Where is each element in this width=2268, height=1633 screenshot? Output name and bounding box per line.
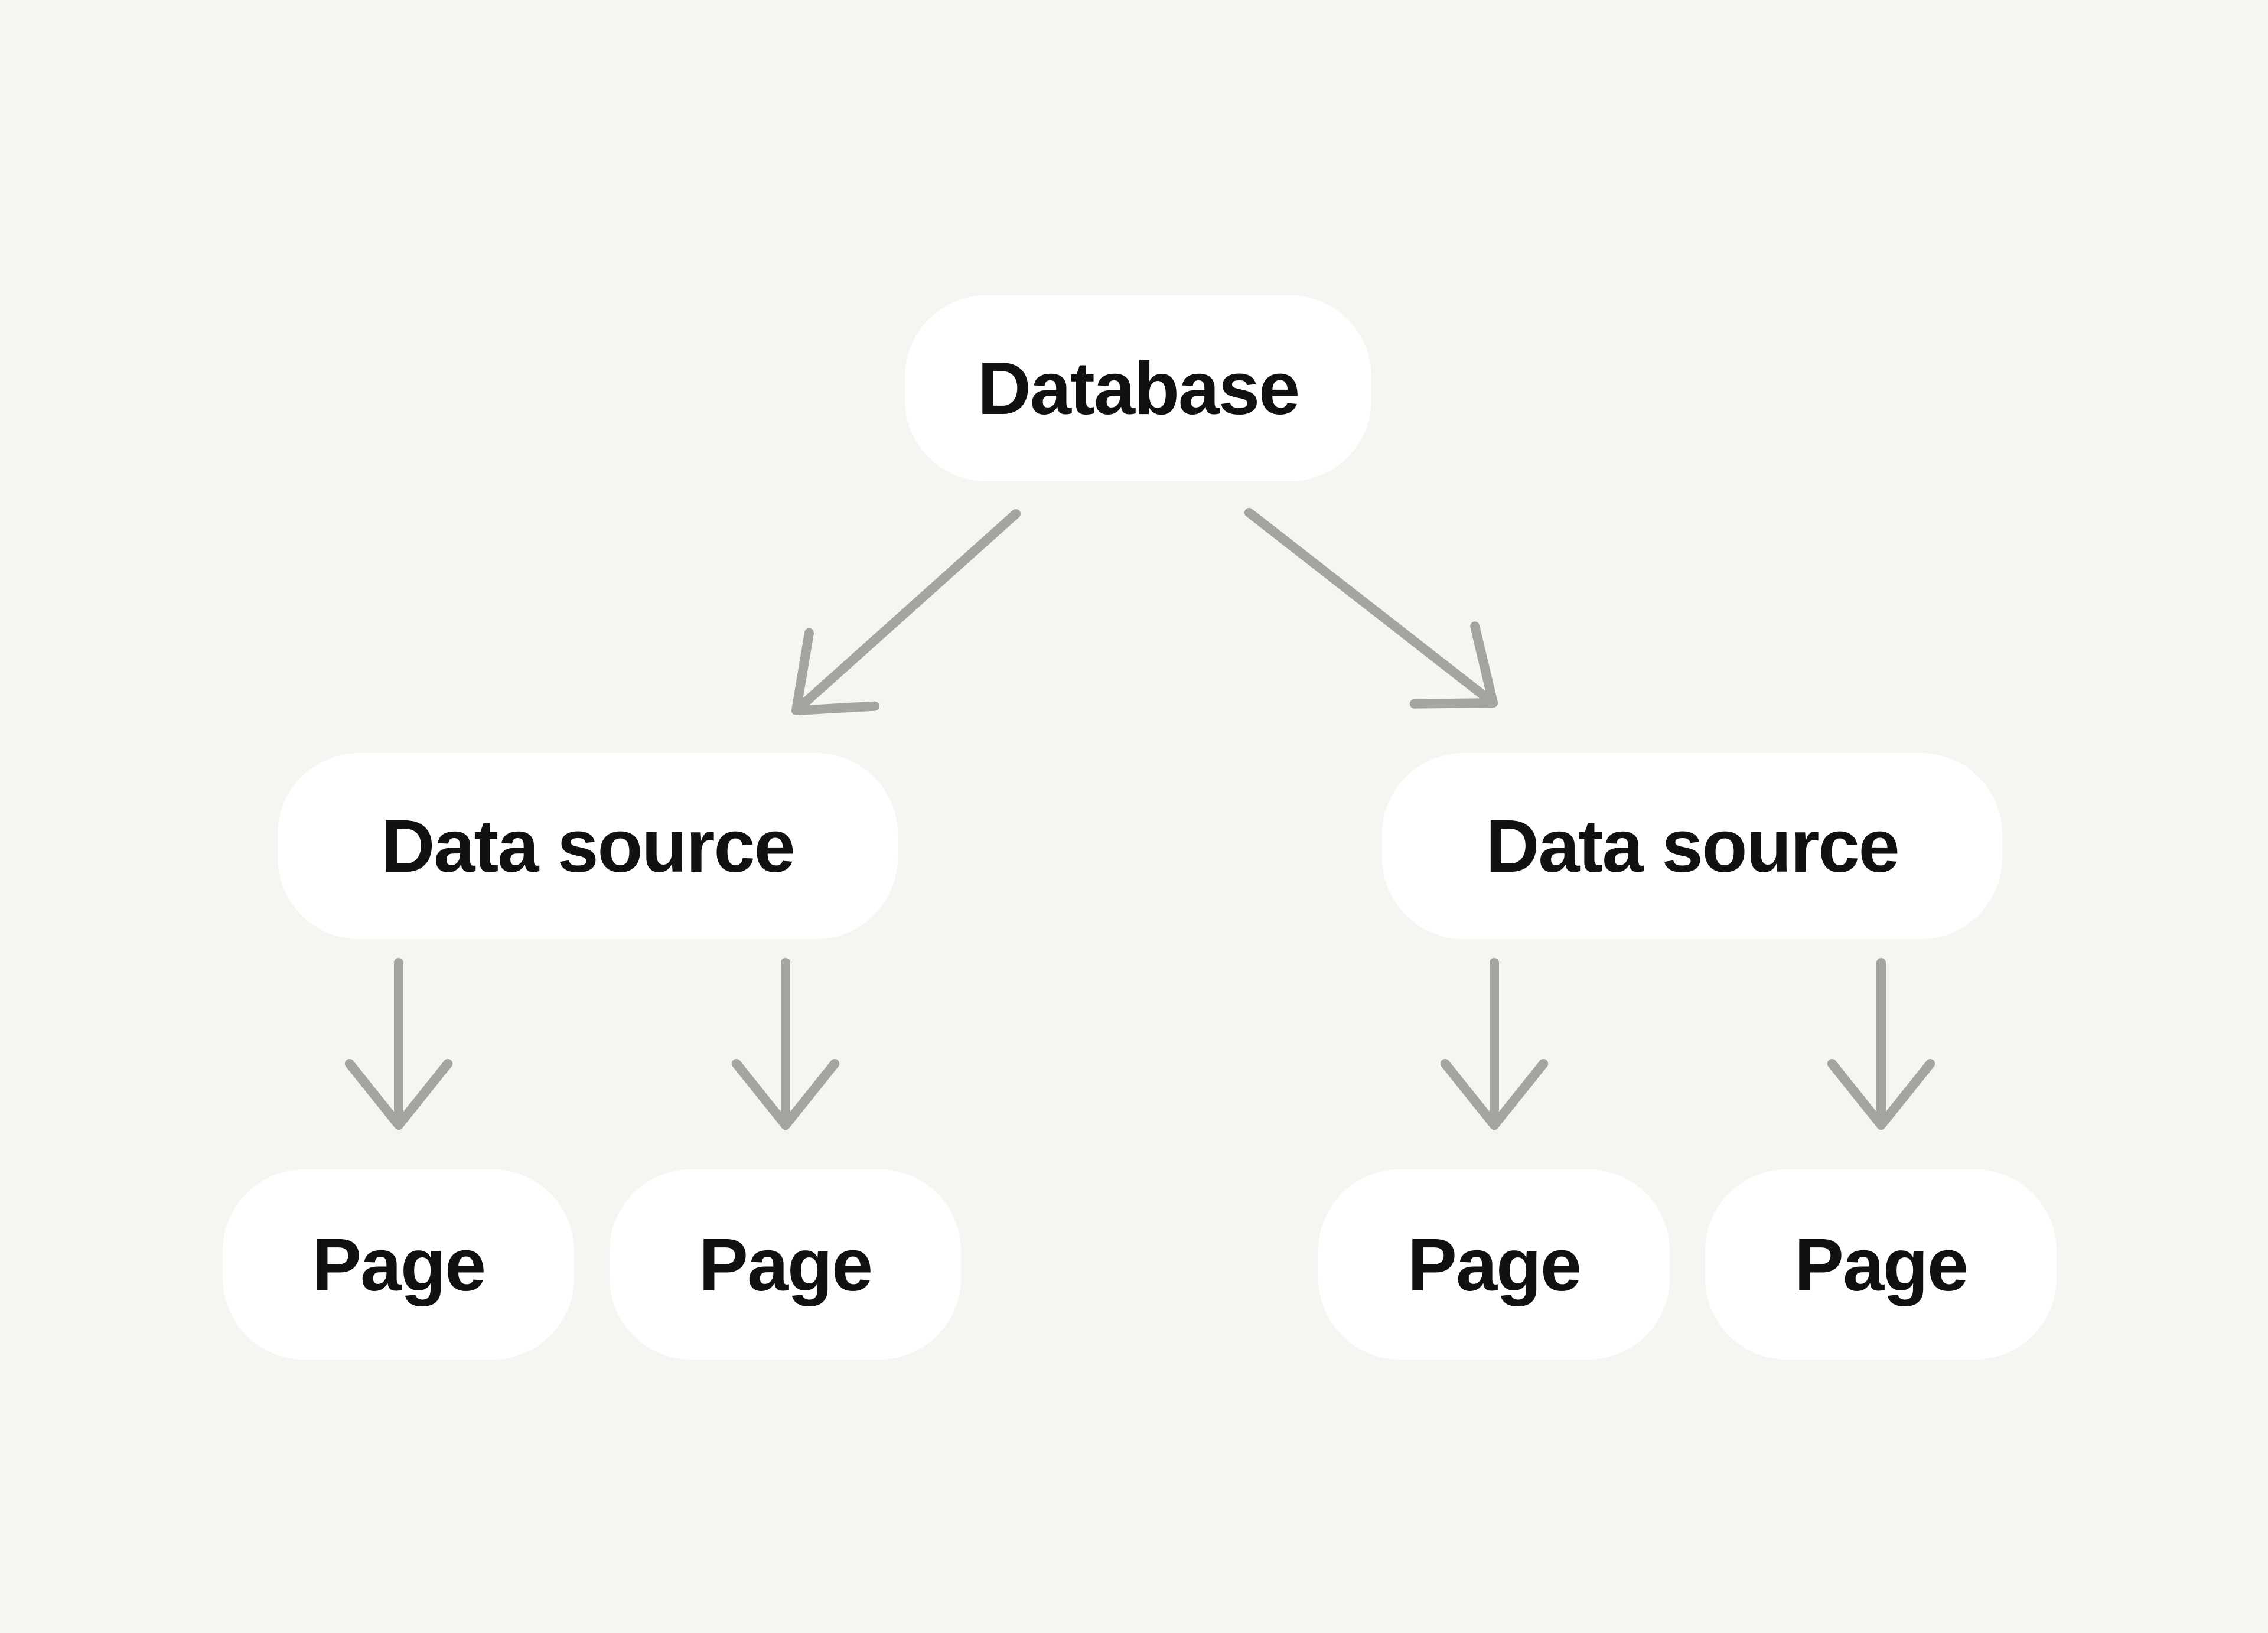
- node-page-1: Page: [223, 1169, 574, 1360]
- node-data-source-right: Data source: [1382, 753, 2002, 939]
- node-data-source-left: Data source: [278, 753, 898, 939]
- node-page-4-label: Page: [1794, 1223, 1969, 1306]
- node-page-4: Page: [1705, 1169, 2057, 1360]
- node-page-2: Page: [610, 1169, 961, 1360]
- node-page-3-label: Page: [1407, 1223, 1582, 1306]
- node-data-source-left-label: Data source: [381, 804, 795, 888]
- node-database: Database: [905, 295, 1371, 481]
- node-page-1-label: Page: [311, 1223, 486, 1306]
- node-page-2-label: Page: [698, 1223, 873, 1306]
- arrow-database-to-datasource-right: [1244, 508, 1498, 709]
- node-page-3: Page: [1318, 1169, 1670, 1360]
- node-database-label: Database: [977, 347, 1300, 430]
- node-data-source-right-label: Data source: [1485, 804, 1899, 888]
- arrow-database-to-datasource-left: [791, 509, 1021, 715]
